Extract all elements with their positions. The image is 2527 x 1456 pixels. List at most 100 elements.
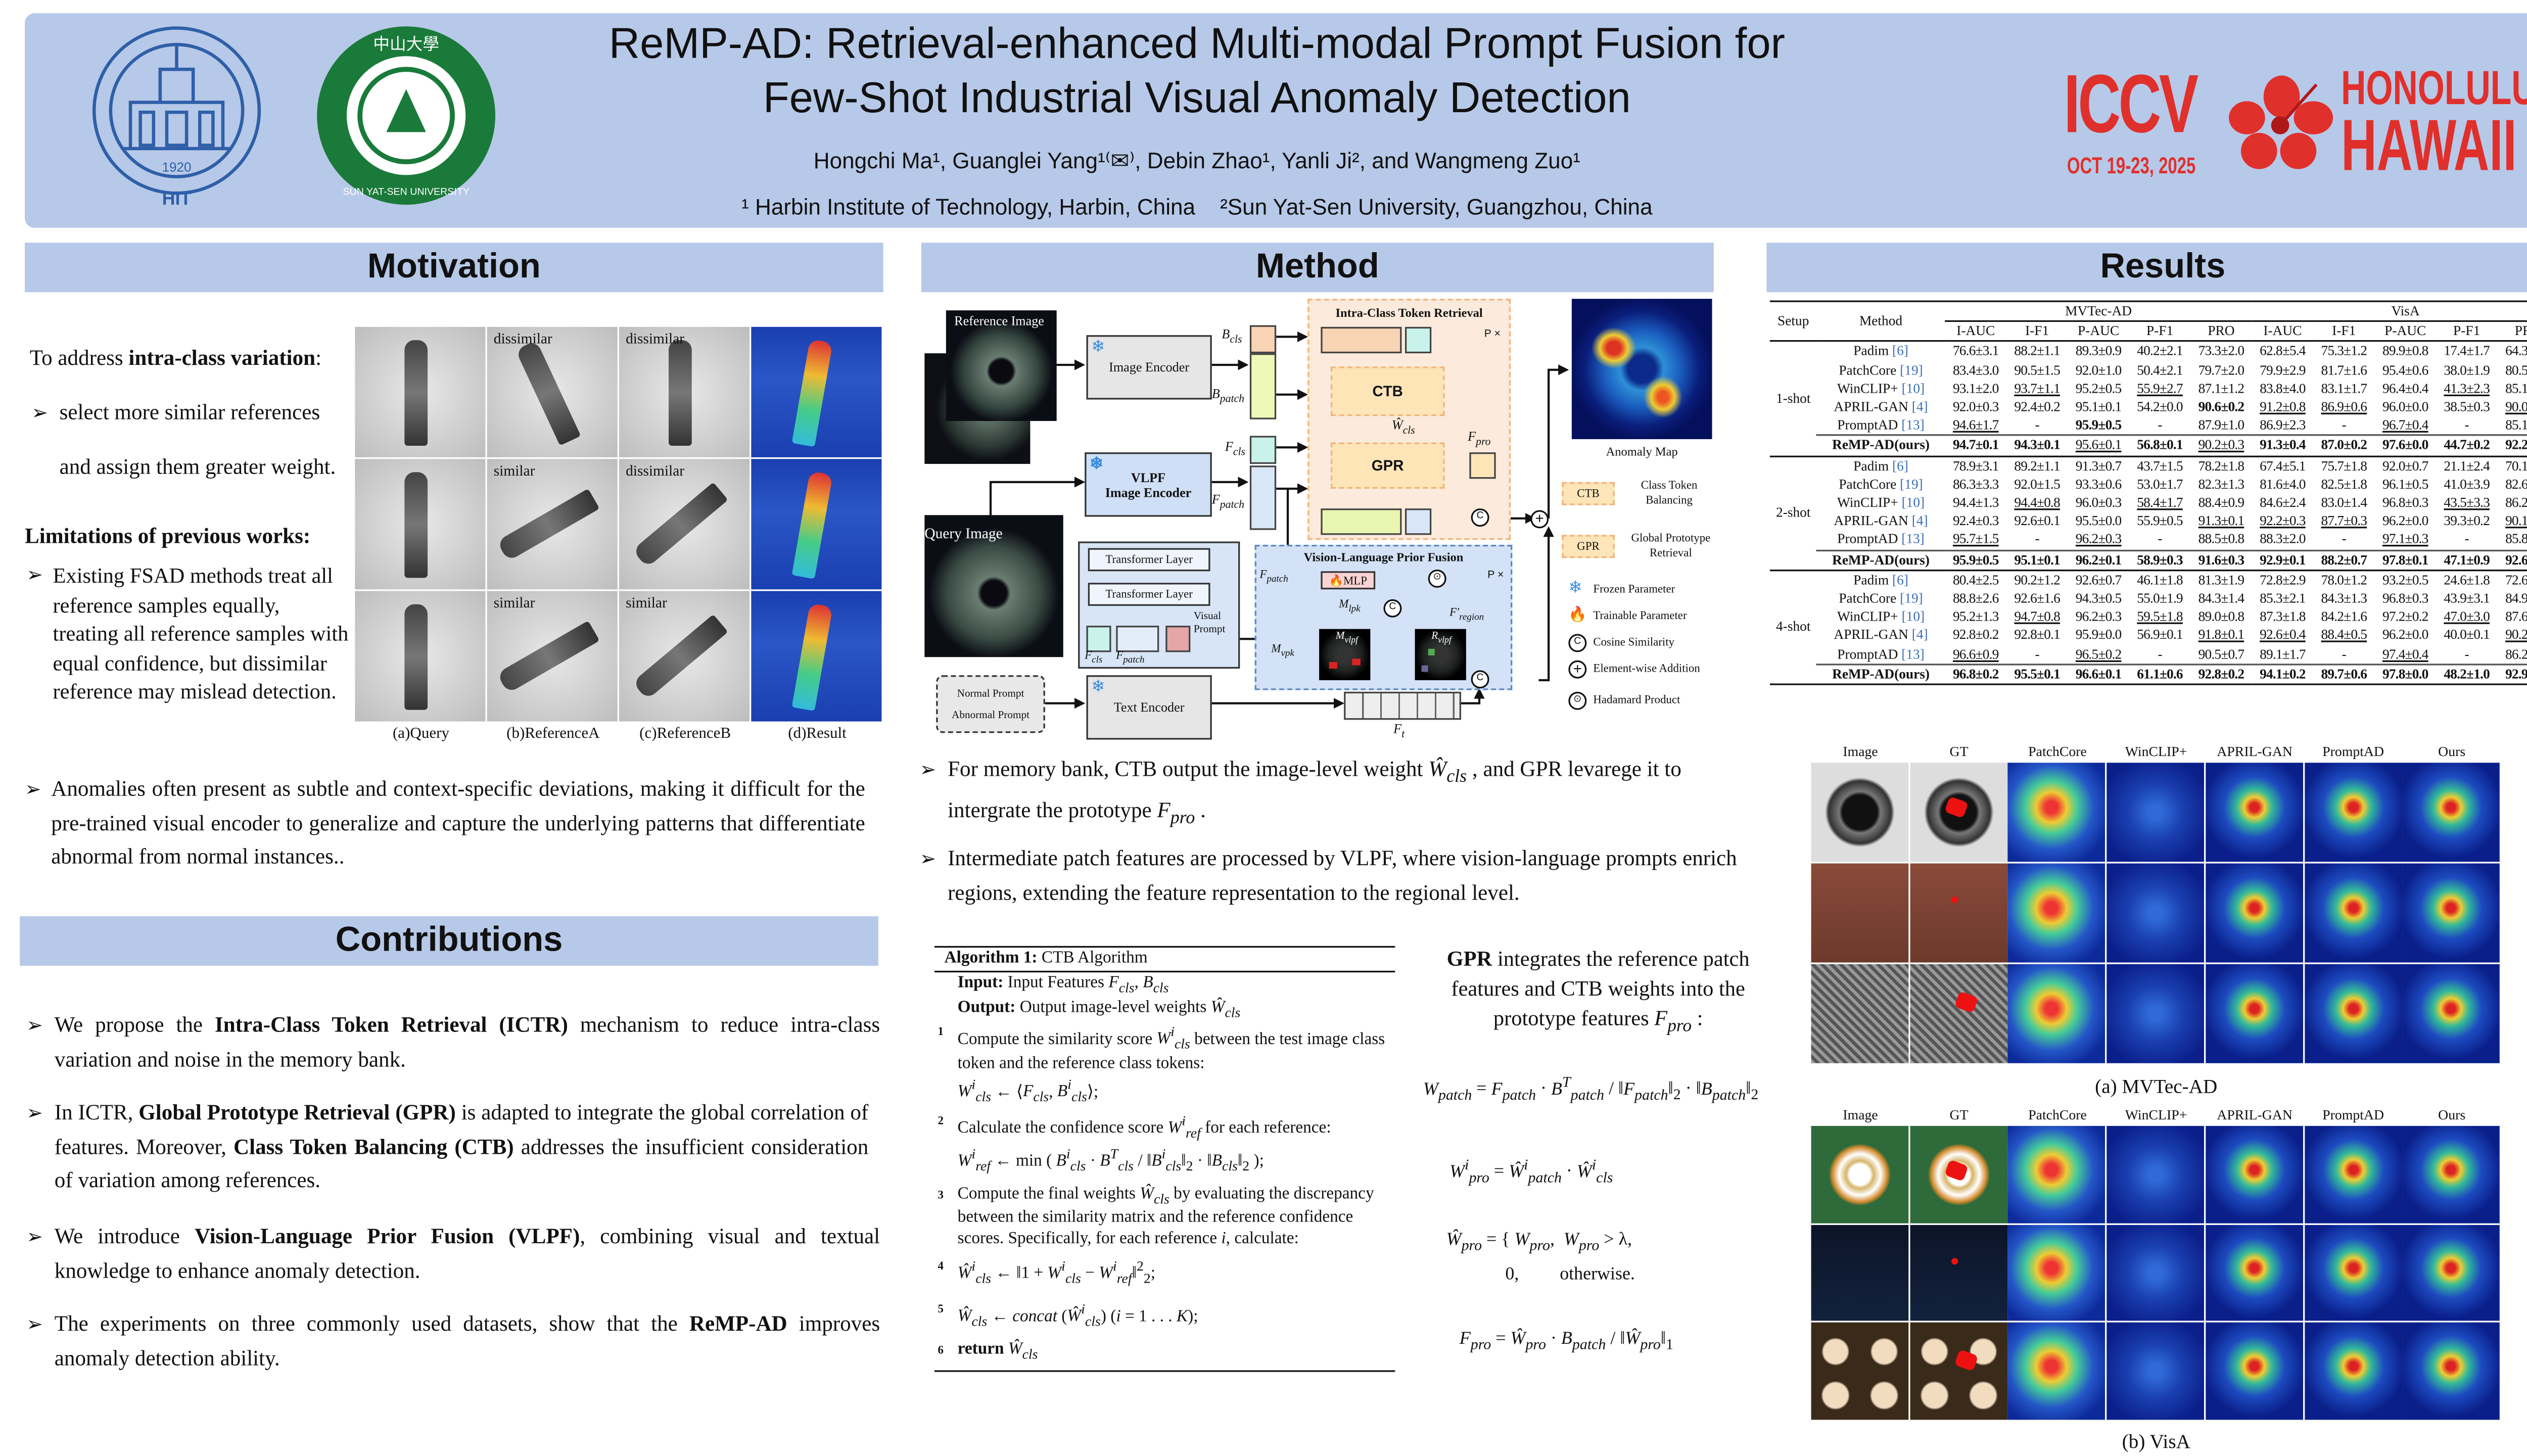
spacer <box>1896 362 1900 377</box>
metric-cell: 80.5±2.5 <box>2497 361 2527 380</box>
text-feature-tokens <box>1344 691 1462 720</box>
metric-cell: 92.0±0.7 <box>2375 456 2436 475</box>
method-heading: Method <box>921 243 1714 293</box>
method-name: APRIL-GAN <box>1834 399 1908 414</box>
metric-value: - <box>2464 418 2469 433</box>
citation-link[interactable]: [6] <box>1892 458 1908 474</box>
title-line-2: Few-Shot Industrial Visual Anomaly Detec… <box>763 72 1631 122</box>
citation-link[interactable]: [10] <box>1901 609 1925 625</box>
metric-cell: 56.9±0.1 <box>2129 627 2190 645</box>
metric-cell: 88.8±2.6 <box>1945 589 2006 608</box>
anomaly-map-image <box>1571 299 1712 439</box>
citation-link[interactable]: [10] <box>1901 381 1925 396</box>
metric-value: 38.5±0.3 <box>2444 399 2490 414</box>
metric-value: 55.9±2.7 <box>2137 381 2183 396</box>
result-heatmap <box>751 459 882 590</box>
metric-cell: 90.0±0.1 <box>2497 398 2527 416</box>
citation-link[interactable]: [13] <box>1901 646 1925 662</box>
qualitative-result-image <box>2304 964 2402 1063</box>
iccv-text: ICCV <box>2064 58 2198 151</box>
citation-link[interactable]: [13] <box>1901 418 1925 433</box>
metric-cell: - <box>2436 531 2497 550</box>
citation-link[interactable]: [6] <box>1892 573 1908 588</box>
citation-link[interactable]: [13] <box>1901 532 1925 547</box>
metric-cell: 90.6±0.2 <box>2190 398 2252 416</box>
metric-value: 90.1±0.1 <box>2505 513 2527 529</box>
metric-value: 43.5±3.3 <box>2444 495 2490 510</box>
metric-value: 84.9±1.4 <box>2505 591 2527 606</box>
metric-cell: 90.2±1.2 <box>2006 570 2068 589</box>
metric-value: 89.1±1.7 <box>2260 646 2306 662</box>
metric-cell: 95.2±1.3 <box>1945 608 2006 627</box>
reference-cls-tokens <box>1321 326 1402 354</box>
metric-value: 94.4±1.3 <box>1952 495 1999 510</box>
metric-cell: 89.7±0.6 <box>2313 664 2374 684</box>
citation-link[interactable]: [4] <box>1911 399 1928 414</box>
sysu-logo: 中山大學 SUN YAT-SEN UNIVERSITY <box>317 26 496 205</box>
spacer <box>1896 591 1900 606</box>
citation-link[interactable]: [6] <box>1892 344 1908 359</box>
metric-cell: 90.1±0.1 <box>2497 512 2527 531</box>
screw-image: dissimilar <box>619 326 750 457</box>
qualitative-result-image <box>2205 964 2303 1063</box>
fcls-token <box>1086 626 1111 652</box>
metric-value: - <box>2158 532 2162 547</box>
qualitative-result-image <box>2008 1125 2106 1223</box>
metric-value: 91.6±0.3 <box>2198 552 2244 568</box>
qualitative-result-image <box>2107 1322 2205 1419</box>
metric-value: 80.5±2.5 <box>2505 362 2527 378</box>
citation-link[interactable]: [19] <box>1900 477 1923 492</box>
authors: Hongchi Ma¹, Guanglei Yang¹⁽✉⁾, Debin Zh… <box>813 149 1580 174</box>
qualitative-result-image <box>1909 763 2007 862</box>
element-wise-addition-icon: + <box>1530 510 1549 529</box>
iccv-city: HONOLULU <box>2341 63 2527 116</box>
metric-cell: 92.9±0.1 <box>2497 664 2527 684</box>
grid-caption: (d)Result <box>788 726 847 743</box>
contribution-item: ➢In ICTR, Global Prototype Retrieval (GP… <box>26 1099 869 1192</box>
setup-cell: 4-shot <box>1776 620 1811 635</box>
metric-cell: 76.6±3.1 <box>1945 342 2006 361</box>
qual-column-header: PatchCore <box>2028 1106 2087 1123</box>
metric-cell: 95.1±0.1 <box>2006 550 2068 570</box>
citation-link[interactable]: [4] <box>1911 513 1928 529</box>
metric-cell: 96.0±0.3 <box>2068 494 2129 512</box>
metric-value: 96.1±0.5 <box>2382 477 2428 492</box>
metric-value: 91.2±0.8 <box>2260 399 2306 414</box>
query-image: Query Image <box>924 515 1063 657</box>
metric-cell: 96.2±0.1 <box>2068 550 2129 570</box>
metric-cell: 89.0±0.8 <box>2190 608 2252 627</box>
metric-value: 82.6±2.3 <box>2505 477 2527 492</box>
metric-cell: 97.8±0.0 <box>2375 664 2436 684</box>
metric-cell: - <box>2436 416 2497 436</box>
metric-cell: 86.3±3.3 <box>1945 475 2006 494</box>
metric-value: - <box>2035 418 2040 433</box>
metric-value: 81.7±1.6 <box>2321 362 2367 378</box>
qualitative-result-image <box>2304 1322 2402 1419</box>
qualitative-result-image <box>2205 1224 2303 1321</box>
metric-cell: 92.9±0.1 <box>2252 550 2313 570</box>
metric-cell: 40.0±0.1 <box>2436 627 2497 645</box>
hadamard-product-icon: ⊙ <box>1428 570 1446 588</box>
metric-cell: 92.6±1.6 <box>2006 589 2068 608</box>
citation-link[interactable]: [4] <box>1911 628 1928 643</box>
citation-link[interactable]: [19] <box>1900 591 1923 606</box>
flame-icon: 🔥 <box>1568 605 1587 623</box>
citation-link[interactable]: [19] <box>1900 362 1923 378</box>
visual-prompt-token <box>1165 626 1191 652</box>
citation-link[interactable]: [10] <box>1901 495 1925 510</box>
metric-value: 67.4±5.1 <box>2260 458 2306 474</box>
metric-value: 40.0±0.1 <box>2444 628 2490 643</box>
metric-cell: 92.6±0.0 <box>2497 550 2527 570</box>
svg-text:中山大學: 中山大學 <box>373 35 439 54</box>
method-cell: Padim [6] <box>1817 570 1945 589</box>
metric-value: 92.0±1.0 <box>2075 362 2122 378</box>
contribution-item: ➢The experiments on three commonly used … <box>26 1310 880 1370</box>
metric-value: 75.3±1.2 <box>2321 344 2367 359</box>
metric-cell: 41.3±2.3 <box>2436 380 2497 398</box>
